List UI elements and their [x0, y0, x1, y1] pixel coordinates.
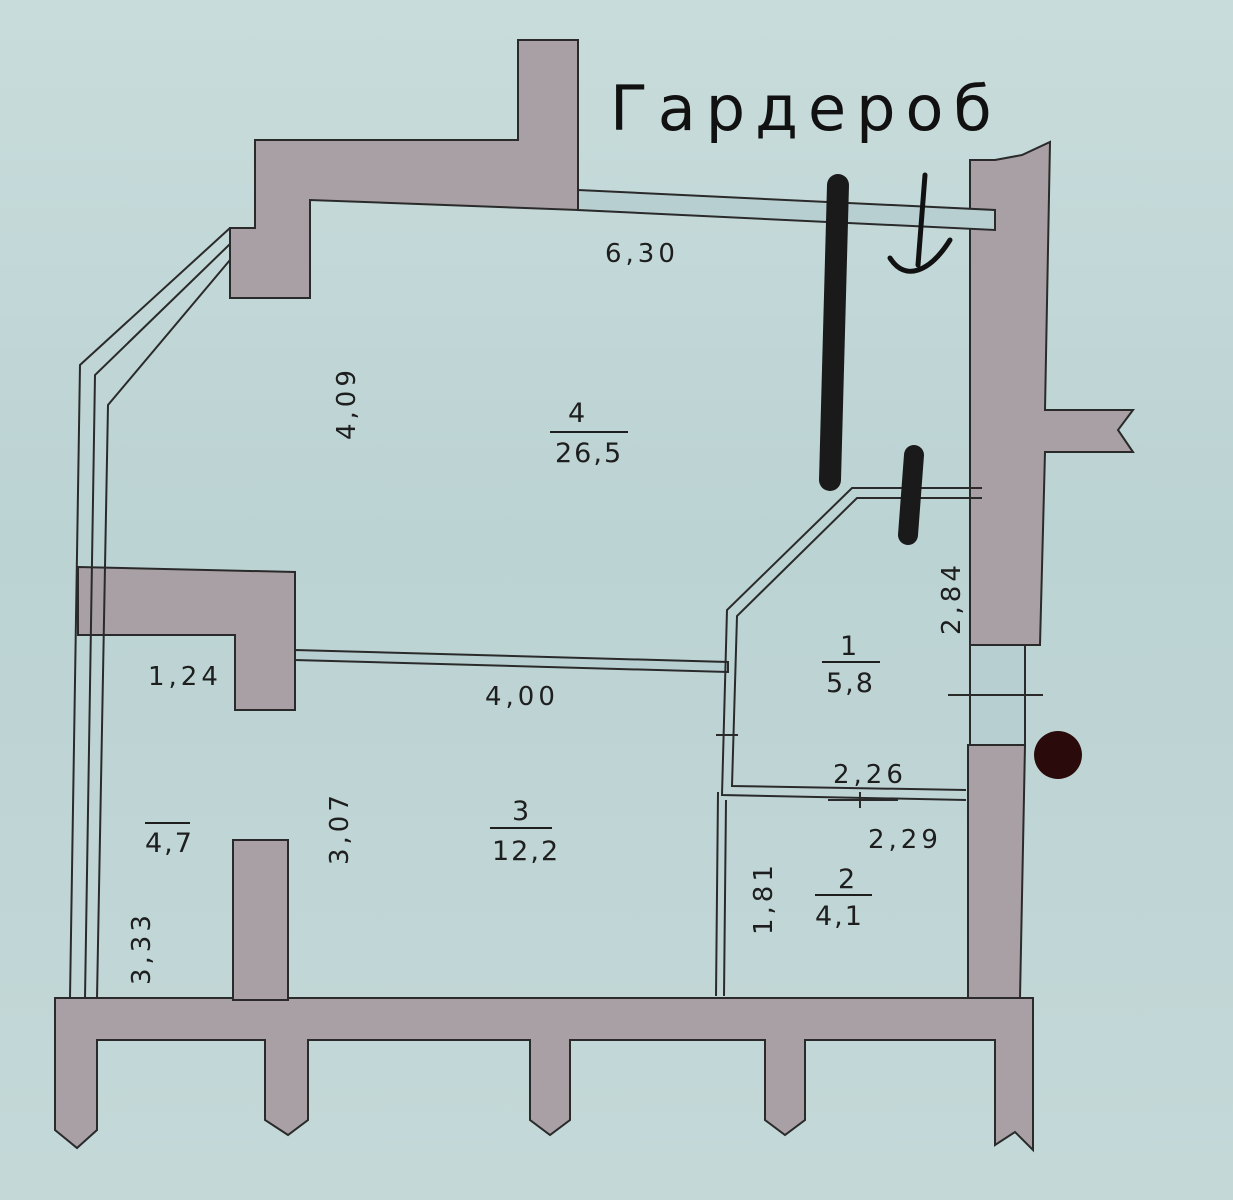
dim-top-wall: 6,30: [605, 239, 679, 269]
room-1-label: 1 5,8: [822, 631, 880, 699]
top-left-wall: [229, 39, 579, 299]
dim-bath-width: 2,29: [868, 825, 942, 855]
bath-wall: [715, 791, 727, 997]
svg-text:5,8: 5,8: [826, 668, 875, 699]
svg-text:4: 4: [568, 398, 587, 429]
hall-wall: [720, 487, 982, 801]
bottom-wall: [54, 997, 1034, 1153]
svg-text:3: 3: [512, 796, 531, 827]
middle-partition: [294, 648, 729, 674]
svg-text:4,7: 4,7: [145, 828, 194, 859]
handwritten-label: Гардероб: [610, 72, 1002, 145]
top-partition: [577, 188, 996, 232]
room-2-label: 2 4,1: [815, 864, 872, 932]
marker-stroke: [898, 445, 924, 545]
marker-stroke: [819, 174, 849, 491]
dim-hall-bottom: 2,26: [833, 760, 907, 790]
dim-ledge: 1,24: [148, 662, 222, 692]
left-pier: [232, 839, 289, 1001]
loggia-label: 4,7: [145, 822, 194, 859]
dim-loggia: 3,33: [127, 911, 157, 985]
svg-text:2: 2: [838, 864, 857, 895]
svg-text:4,1: 4,1: [815, 901, 864, 932]
dim-left-upper: 4,09: [332, 366, 362, 440]
arrow-icon: [887, 172, 953, 274]
marker-dot: [1034, 731, 1082, 779]
left-ledge: [77, 565, 296, 711]
dim-right-upper: 2,84: [937, 561, 967, 635]
right-wall-lower: [967, 744, 1027, 999]
dim-middle-height: 3,07: [325, 791, 355, 865]
dim-bath-height: 1,81: [749, 861, 779, 935]
room-3-label: 3 12,2: [490, 796, 560, 867]
dim-partition: 4,00: [485, 682, 559, 712]
room-4-label: 4 26,5: [550, 398, 628, 469]
svg-text:1: 1: [840, 631, 859, 662]
loggia-outline: [69, 227, 231, 999]
right-wall: [969, 140, 1135, 646]
svg-text:26,5: 26,5: [555, 438, 623, 469]
svg-text:12,2: 12,2: [492, 836, 560, 867]
